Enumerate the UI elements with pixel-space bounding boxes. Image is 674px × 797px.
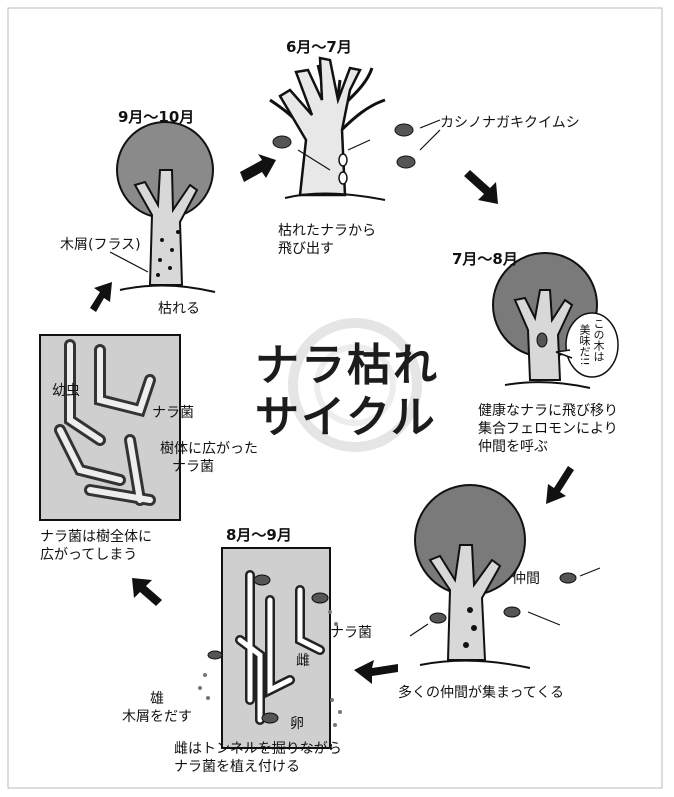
speech-bubble-line: 美味だ!! [578, 324, 591, 366]
arrow-aug-sep-to-spread [132, 578, 162, 606]
arrow-gathering-to-aug-sep [354, 660, 398, 684]
diagram-title-line2: サイクル [255, 392, 437, 443]
period-label-july-aug: 7月～8月 [452, 250, 518, 268]
arrow-sep-oct-to-jun-jul [240, 154, 276, 182]
stage-caption-line: 飛び出す [278, 241, 334, 257]
egg-label: 卵 [290, 716, 304, 732]
stage-caption-line: 多くの仲間が集まってくる [398, 685, 565, 701]
fungus-label: ナラ菌 [330, 625, 372, 641]
stage-caption-line: 仲間を呼ぶ [478, 439, 548, 455]
male-sawdust-label: 木屑をだす [122, 709, 192, 725]
spread-fungus-label: ナラ菌 [172, 459, 214, 475]
trunk-section-illustration [207, 547, 331, 749]
stage-caption-line: 健康なナラに飛び移り [478, 403, 618, 419]
diagram-title-line1: ナラ枯れ [255, 340, 439, 391]
larva-label: 幼虫 [52, 383, 80, 399]
beetle-species-label: カシノナガキクイムシ [440, 115, 580, 131]
flight-arrows [297, 119, 441, 171]
arrow-jun-jul-to-jul-aug [464, 170, 498, 204]
companions-label: 仲間 [512, 571, 540, 587]
fungus-spread-section-illustration [39, 334, 181, 521]
gathering-tree-illustration [414, 484, 531, 669]
arrow-jul-aug-to-gathering [546, 466, 574, 504]
dead-tree-illustration [269, 56, 386, 201]
page-frame [7, 7, 663, 789]
beetle-icon [272, 123, 416, 169]
stage-caption-line: 枯れたナラから [278, 223, 376, 239]
arrow-spread-to-sep-oct [90, 282, 112, 312]
period-label-sep-oct: 9月～10月 [118, 108, 195, 126]
frass-label: 木屑(フラス) [60, 237, 141, 253]
stage-caption-line: 広がってしまう [40, 547, 138, 563]
period-label-aug-sep: 8月～9月 [226, 526, 292, 544]
male-label: 雄 [150, 691, 164, 707]
sawdust-dots [198, 610, 342, 727]
speech-bubble-shape [555, 312, 619, 378]
fungus-label: ナラ菌 [152, 405, 194, 421]
dies-label: 枯れる [158, 301, 200, 317]
stage-caption-line: ナラ菌を植え付ける [174, 759, 300, 775]
stage-caption-line: 雌はトンネルを掘りながら [174, 741, 342, 757]
stage-caption-line: 集合フェロモンにより [478, 421, 618, 437]
stage-caption-line: ナラ菌は樹全体に [40, 529, 152, 545]
female-label: 雌 [296, 653, 310, 669]
spread-fungus-label: 樹体に広がった [160, 441, 258, 457]
cycle-arrows [90, 154, 574, 684]
period-label-june-july: 6月～7月 [286, 38, 352, 56]
withered-tree-illustration [109, 121, 216, 293]
speech-bubble-line: この木は [592, 318, 605, 362]
center-swirl-watermark [288, 318, 422, 452]
incoming-beetles-icon [409, 567, 601, 637]
